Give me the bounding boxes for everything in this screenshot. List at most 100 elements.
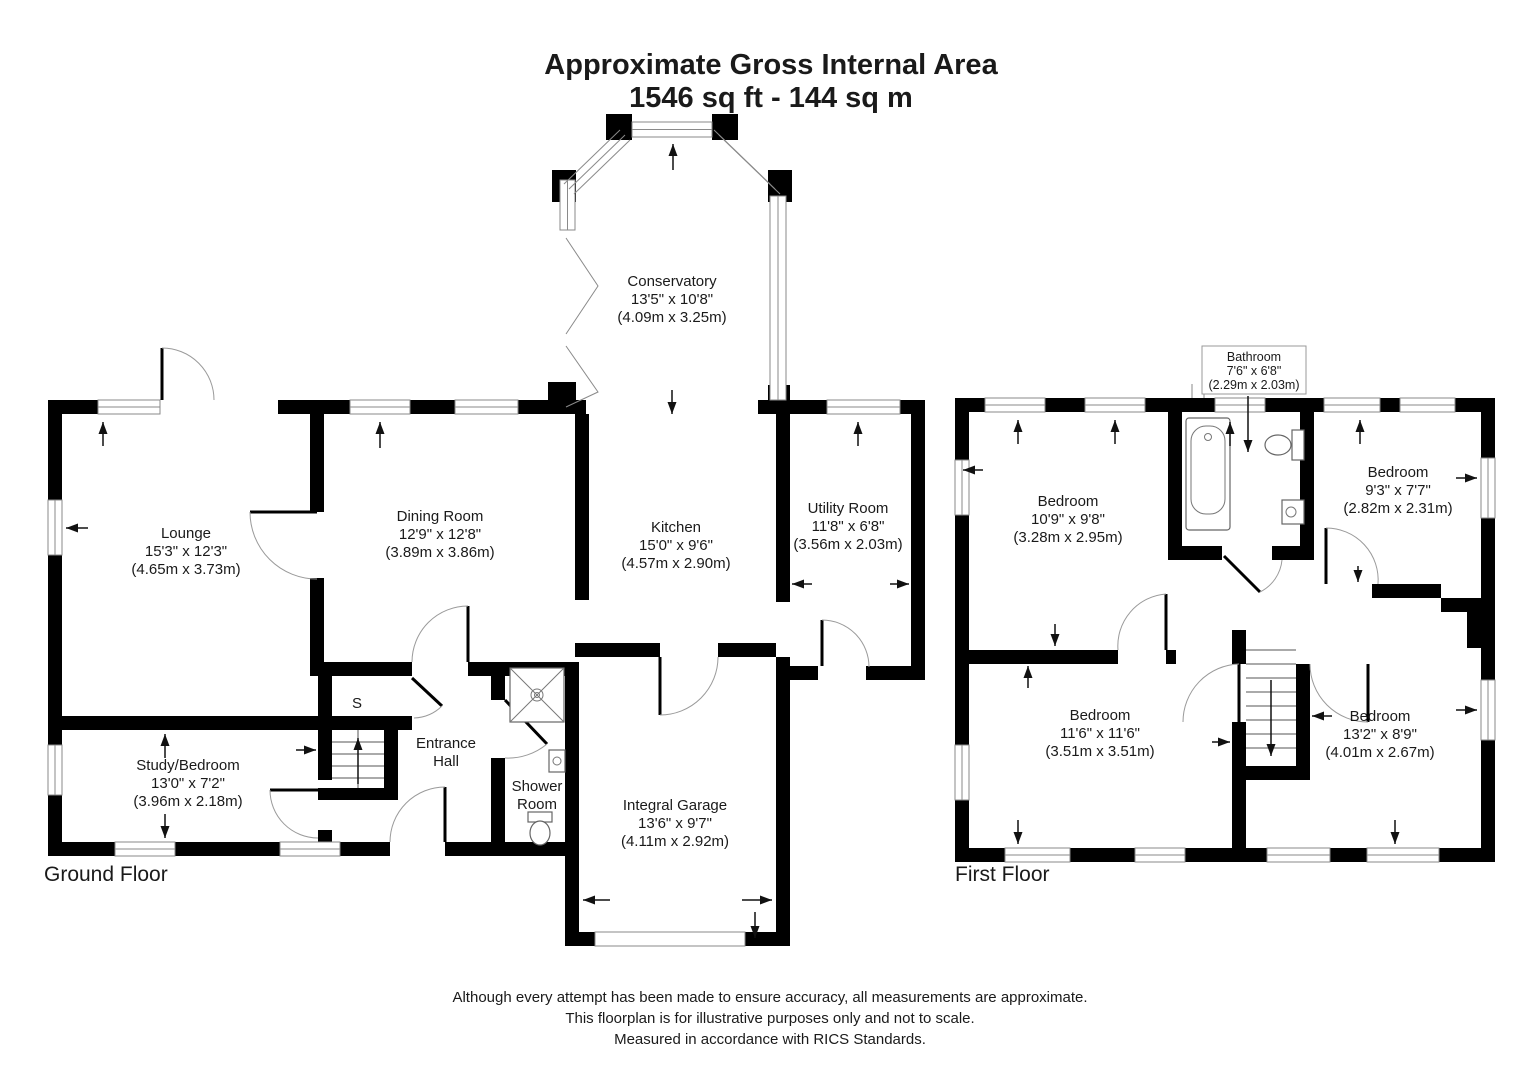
room-dims-metric: (2.82m x 2.31m) bbox=[1343, 500, 1452, 517]
toilet bbox=[527, 811, 553, 846]
window bbox=[349, 399, 411, 415]
window bbox=[1084, 397, 1146, 413]
room-label-lounge: Lounge bbox=[161, 525, 211, 542]
room-label-kitchen: Kitchen bbox=[651, 519, 701, 536]
first-floor-windows bbox=[954, 384, 1496, 863]
window bbox=[114, 841, 176, 857]
first-floor-labels: Bedroom 10'9" x 9'8" (3.28m x 2.95m) Bed… bbox=[955, 464, 1453, 886]
window bbox=[47, 744, 63, 796]
footer-line3: Measured in accordance with RICS Standar… bbox=[614, 1031, 926, 1048]
room-dims-metric: (3.56m x 2.03m) bbox=[793, 536, 902, 553]
conservatory-glazing bbox=[559, 121, 787, 408]
room-dims-metric: (4.57m x 2.90m) bbox=[621, 555, 730, 572]
callout-box bbox=[1201, 345, 1307, 395]
ground-floor-plan: Conservatory 13'5" x 10'8" (4.09m x 3.25… bbox=[44, 114, 925, 947]
study-door bbox=[269, 788, 319, 839]
title-line1: Approximate Gross Internal Area bbox=[544, 49, 998, 81]
title-block: Approximate Gross Internal Area 1546 sq … bbox=[544, 49, 998, 114]
ground-floor-doors bbox=[160, 347, 870, 843]
room-dims-imperial: 7'6" x 6'8" bbox=[1227, 364, 1282, 378]
ground-floor-dimension-arrows bbox=[66, 144, 909, 938]
window bbox=[1004, 847, 1071, 863]
room-dims-imperial: 11'6" x 11'6" bbox=[1060, 725, 1140, 742]
room-label-bedroom3: Bedroom bbox=[1070, 707, 1131, 724]
room-dims-imperial: 15'3" x 12'3" bbox=[145, 543, 227, 560]
window bbox=[826, 399, 901, 415]
room-dims-imperial: 15'0" x 9'6" bbox=[639, 537, 713, 554]
store-door bbox=[410, 676, 444, 719]
room-dims-imperial: 11'8" x 6'8" bbox=[812, 518, 885, 535]
first-floor-dimension-arrows bbox=[963, 420, 1477, 844]
exterior-door bbox=[160, 347, 215, 401]
room-label-bathroom: Bathroom bbox=[1227, 350, 1281, 364]
bathtub bbox=[1185, 417, 1231, 531]
ground-floor-stairs bbox=[332, 730, 384, 788]
room-dims-imperial: 13'2" x 8'9" bbox=[1343, 726, 1417, 743]
ground-floor-windows bbox=[47, 399, 901, 947]
room-dims-metric: (3.96m x 2.18m) bbox=[133, 793, 242, 810]
bedroom2-door bbox=[1324, 527, 1379, 585]
room-label-shower-room-2: Room bbox=[517, 796, 557, 813]
window bbox=[1214, 397, 1266, 413]
room-dims-metric: (4.09m x 3.25m) bbox=[617, 309, 726, 326]
room-dims-imperial: 9'3" x 7'7" bbox=[1365, 482, 1431, 499]
room-dims-metric: (2.29m x 2.03m) bbox=[1208, 378, 1299, 392]
first-floor-plan: Bathroom 7'6" x 6'8" (2.29m x 2.03m) Bed… bbox=[954, 345, 1496, 886]
first-floor-label: First Floor bbox=[955, 863, 1050, 886]
room-dims-imperial: 10'9" x 9'8" bbox=[1031, 511, 1105, 528]
room-dims-metric: (4.11m x 2.92m) bbox=[621, 833, 729, 850]
first-floor-stairs bbox=[1246, 649, 1296, 756]
room-label-integral-garage: Integral Garage bbox=[623, 797, 727, 814]
sink bbox=[1281, 499, 1305, 525]
window bbox=[1480, 457, 1496, 519]
toilet bbox=[1264, 429, 1305, 461]
utility-door bbox=[820, 619, 870, 668]
room-label-shower-room: Shower bbox=[512, 778, 563, 795]
room-dims-metric: (4.65m x 3.73m) bbox=[131, 561, 240, 578]
garage-door-opening bbox=[594, 931, 746, 947]
window bbox=[1266, 847, 1331, 863]
room-label-bedroom4: Bedroom bbox=[1350, 708, 1411, 725]
room-label-conservatory: Conservatory bbox=[627, 273, 717, 290]
bathroom-door bbox=[1222, 554, 1283, 594]
ground-floor-label: Ground Floor bbox=[44, 863, 168, 886]
window bbox=[454, 399, 519, 415]
front-door bbox=[389, 786, 447, 843]
room-label-utility-room: Utility Room bbox=[808, 500, 889, 517]
room-label-bedroom2: Bedroom bbox=[1368, 464, 1429, 481]
window bbox=[1134, 847, 1186, 863]
window bbox=[984, 397, 1046, 413]
room-dims-metric: (3.28m x 2.95m) bbox=[1013, 529, 1122, 546]
room-dims-imperial: 12'9" x 12'8" bbox=[399, 526, 481, 543]
room-label-entrance-hall-2: Hall bbox=[433, 753, 459, 770]
room-dims-metric: (4.01m x 2.67m) bbox=[1325, 744, 1434, 761]
room-dims-metric: (3.89m x 3.86m) bbox=[385, 544, 494, 561]
bedroom3-door bbox=[1182, 663, 1241, 723]
footer-line1: Although every attempt has been made to … bbox=[452, 989, 1087, 1006]
room-dims-metric: (3.51m x 3.51m) bbox=[1045, 743, 1154, 760]
window bbox=[279, 841, 341, 857]
store-label: S bbox=[352, 695, 362, 712]
window bbox=[1323, 397, 1381, 413]
room-label-entrance-hall: Entrance bbox=[416, 735, 476, 752]
bedroom1-door bbox=[1117, 593, 1168, 651]
window bbox=[1366, 847, 1440, 863]
window bbox=[1480, 679, 1496, 741]
bathroom-callout: Bathroom 7'6" x 6'8" (2.29m x 2.03m) bbox=[1201, 345, 1307, 452]
lounge-dining-door bbox=[249, 510, 318, 580]
sink bbox=[548, 749, 566, 773]
room-label-bedroom1: Bedroom bbox=[1038, 493, 1099, 510]
room-dims-imperial: 13'5" x 10'8" bbox=[631, 291, 713, 308]
glazed-wall-angled bbox=[563, 129, 781, 195]
window bbox=[47, 499, 63, 556]
room-label-dining-room: Dining Room bbox=[397, 508, 484, 525]
room-dims-imperial: 13'6" x 9'7" bbox=[638, 815, 712, 832]
conservatory-open-doors bbox=[565, 237, 599, 408]
room-dims-imperial: 13'0" x 7'2" bbox=[151, 775, 225, 792]
footer-disclaimer: Although every attempt has been made to … bbox=[452, 989, 1087, 1048]
garage-door bbox=[658, 656, 719, 716]
ground-floor-labels: Conservatory 13'5" x 10'8" (4.09m x 3.25… bbox=[44, 273, 903, 886]
footer-line2: This floorplan is for illustrative purpo… bbox=[565, 1010, 974, 1027]
